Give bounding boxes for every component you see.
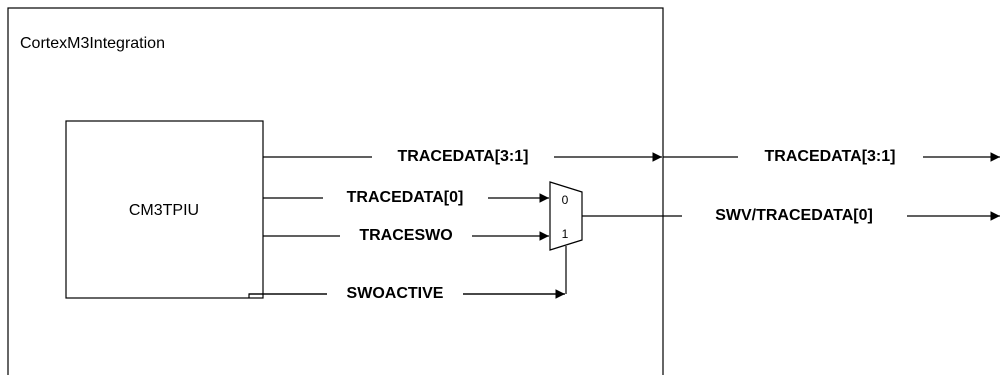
- tracedata-0-label: TRACEDATA[0]: [347, 189, 464, 206]
- tracedata-hi-label: TRACEDATA[3:1]: [398, 148, 529, 165]
- mux-input-0-label: 0: [562, 193, 569, 207]
- tracedata-hi-output-label: TRACEDATA[3:1]: [765, 148, 896, 165]
- cm3tpiu-label: CM3TPIU: [129, 202, 199, 219]
- multiplexer: [549, 181, 583, 251]
- container-label: CortexM3Integration: [20, 35, 165, 52]
- swv-output-label: SWV/TRACEDATA[0]: [715, 207, 873, 224]
- mux-input-1-label: 1: [562, 227, 569, 241]
- cm3tpiu-block: [65, 120, 264, 299]
- traceswo-label: TRACESWO: [359, 227, 452, 244]
- swoactive-label: SWOACTIVE: [347, 285, 444, 302]
